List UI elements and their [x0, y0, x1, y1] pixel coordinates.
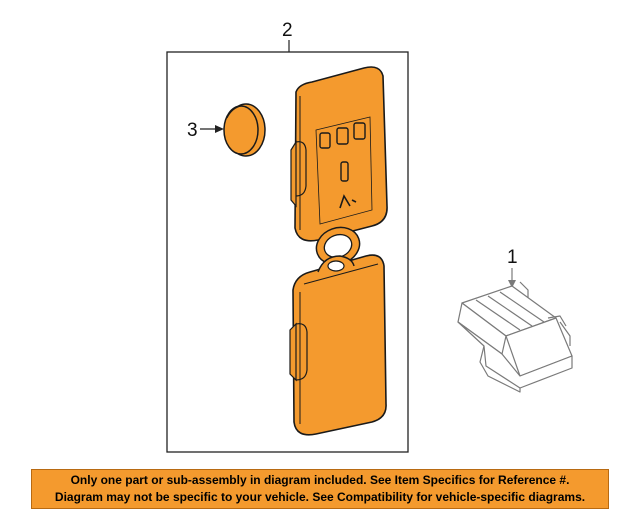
key-fob-back-case — [289, 254, 387, 436]
remote-start-button — [340, 161, 349, 182]
part-1-arrowhead — [508, 280, 516, 288]
trunk-button — [353, 122, 366, 140]
lock-button — [319, 132, 331, 149]
callout-3: 3 — [187, 120, 198, 141]
disclaimer-banner: Only one part or sub-assembly in diagram… — [31, 469, 609, 509]
coin-battery — [223, 103, 266, 157]
unlock-button — [336, 127, 349, 145]
panic-button — [339, 194, 357, 209]
disclaimer-line-1: Only one part or sub-assembly in diagram… — [70, 473, 570, 487]
callout-2: 2 — [282, 20, 293, 41]
parts-diagram: 2 3 1 — [166, 20, 573, 453]
key-fob-front-case — [290, 66, 388, 242]
part-3-arrowhead — [215, 125, 224, 133]
key-fob-buttons — [319, 122, 366, 209]
part-2-frame — [166, 51, 409, 453]
receiver-module — [457, 281, 573, 393]
disclaimer-line-2: Diagram may not be specific to your vehi… — [54, 490, 586, 504]
callout-1: 1 — [507, 247, 518, 268]
